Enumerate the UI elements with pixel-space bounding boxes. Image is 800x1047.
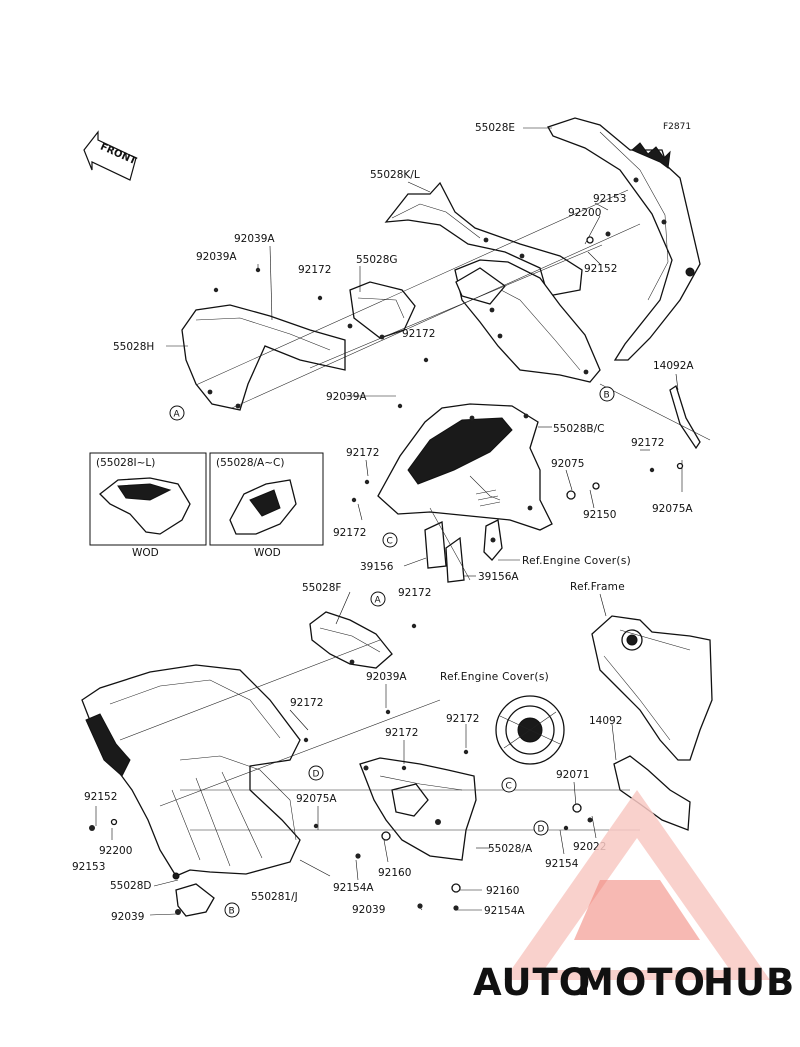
- inner-lower-55028F: [309, 611, 393, 669]
- label-92172-6: 92172: [398, 587, 431, 599]
- bracket-14092A: [669, 384, 701, 450]
- label-39156A: 39156A: [478, 571, 519, 583]
- label-55028D: 55028D: [110, 880, 152, 892]
- watermark-auto: AUTO: [473, 961, 591, 1004]
- lower-cowling-bracket: [175, 883, 215, 917]
- watermark-text: AUTO MOTO HUB: [473, 961, 795, 1004]
- label-92154A-2: 92154A: [484, 905, 525, 917]
- callout-a-1-text: A: [174, 410, 181, 420]
- label-92075A-right: 92075A: [652, 503, 693, 515]
- label-92172-1: 92172: [298, 264, 331, 276]
- front-direction-arrow: FRONT: [83, 130, 138, 181]
- label-92039A-2: 92039A: [196, 251, 237, 263]
- watermark-moto: MOTO: [577, 961, 706, 1004]
- assembly-lines: [119, 189, 711, 831]
- label-92152-top: 92152: [584, 263, 617, 275]
- callout-a-2-text: A: [375, 596, 382, 606]
- middle-fairing-55028BC: [377, 403, 553, 531]
- label-55028F: 55028F: [302, 582, 341, 594]
- wod-box-1-title: (55028I~L): [96, 457, 155, 469]
- watermark-logo: [504, 790, 770, 980]
- label-92172-4: 92172: [631, 437, 664, 449]
- label-14092: 14092: [589, 715, 622, 727]
- callout-d-2-text: D: [538, 825, 545, 835]
- callout-b-1: B: [599, 386, 615, 402]
- callout-c-2: C: [501, 777, 517, 793]
- label-92153-top: 92153: [593, 193, 626, 205]
- lower-inner-55028A: [359, 757, 477, 861]
- callout-c-2-text: C: [506, 782, 512, 792]
- wod-box-2-title: (55028/A~C): [216, 457, 284, 469]
- frame: [591, 615, 713, 761]
- ref-engine-cover-2: Ref.Engine Cover(s): [440, 671, 549, 683]
- inner-panel-55028KL: [384, 181, 583, 297]
- callout-d-2: D: [533, 820, 549, 836]
- label-92172-5: 92172: [333, 527, 366, 539]
- fasteners: [89, 231, 684, 915]
- callout-c-1-text: C: [387, 537, 393, 547]
- label-92152-left: 92152: [84, 791, 117, 803]
- label-92200-left: 92200: [99, 845, 132, 857]
- label-92172-3: 92172: [346, 447, 379, 459]
- label-55028BC: 55028B/C: [553, 423, 604, 435]
- label-92039-bottom: 92039: [352, 904, 385, 916]
- label-55028H: 55028H: [113, 341, 154, 353]
- label-55028E: 55028E: [475, 122, 515, 134]
- callout-a-2: A: [370, 591, 386, 607]
- label-550281J: 550281/J: [251, 891, 298, 903]
- lower-cowling-55028D: [81, 664, 301, 880]
- label-92150: 92150: [583, 509, 616, 521]
- label-92160-2: 92160: [486, 885, 519, 897]
- upper-cowling-55028E: [547, 117, 701, 361]
- callout-b-2: B: [224, 902, 240, 918]
- label-92200-top: 92200: [568, 207, 601, 219]
- part-labels: 55028E 55028K/L 92153 92200 92152 92039A…: [72, 122, 694, 923]
- wod-box-2: (55028/A~C) WOD: [209, 452, 324, 559]
- label-92039: 92039: [111, 911, 144, 923]
- label-92075A-left: 92075A: [296, 793, 337, 805]
- ref-frame: Ref.Frame: [570, 581, 625, 593]
- label-92172-2: 92172: [402, 328, 435, 340]
- callout-d-1: D: [308, 765, 324, 781]
- label-14092A: 14092A: [653, 360, 694, 372]
- watermark-triangle-inner: [544, 838, 730, 970]
- label-92039A-4: 92039A: [366, 671, 407, 683]
- inner-center-panel: [454, 259, 601, 383]
- label-92172-9: 92172: [385, 727, 418, 739]
- label-92154: 92154: [545, 858, 579, 870]
- label-55028KL: 55028K/L: [370, 169, 420, 181]
- label-55028A: 55028/A: [488, 843, 533, 855]
- side-inner-panel-55028H: [181, 304, 346, 411]
- label-92075: 92075: [551, 458, 584, 470]
- callout-b-2-text: B: [229, 907, 235, 917]
- callout-b-1-text: B: [604, 391, 610, 401]
- label-55028G: 55028G: [356, 254, 398, 266]
- label-39156: 39156: [360, 561, 394, 573]
- wod-box-2-caption: WOD: [254, 547, 281, 559]
- engine-cover-bracket: [483, 519, 503, 561]
- wod-box-1: (55028I~L) WOD: [89, 452, 207, 559]
- label-92039A-3: 92039A: [326, 391, 367, 403]
- label-92153-left: 92153: [72, 861, 105, 873]
- label-92039A-1: 92039A: [234, 233, 275, 245]
- label-92172-8: 92172: [446, 713, 479, 725]
- figure-id: F2871: [663, 122, 691, 132]
- pads-39156: [424, 521, 465, 583]
- wod-box-1-caption: WOD: [132, 547, 159, 559]
- ref-engine-cover-1: Ref.Engine Cover(s): [522, 555, 631, 567]
- callout-d-1-text: D: [313, 770, 320, 780]
- callout-a-1: A: [169, 405, 185, 421]
- label-92160-1: 92160: [378, 867, 411, 879]
- label-92071: 92071: [556, 769, 589, 781]
- label-92172-7: 92172: [290, 697, 323, 709]
- callout-c-1: C: [382, 532, 398, 548]
- label-92154A-1: 92154A: [333, 882, 374, 894]
- bracket-14092: [613, 755, 691, 831]
- watermark-hub: HUB: [703, 961, 795, 1004]
- engine-cover: [495, 695, 565, 765]
